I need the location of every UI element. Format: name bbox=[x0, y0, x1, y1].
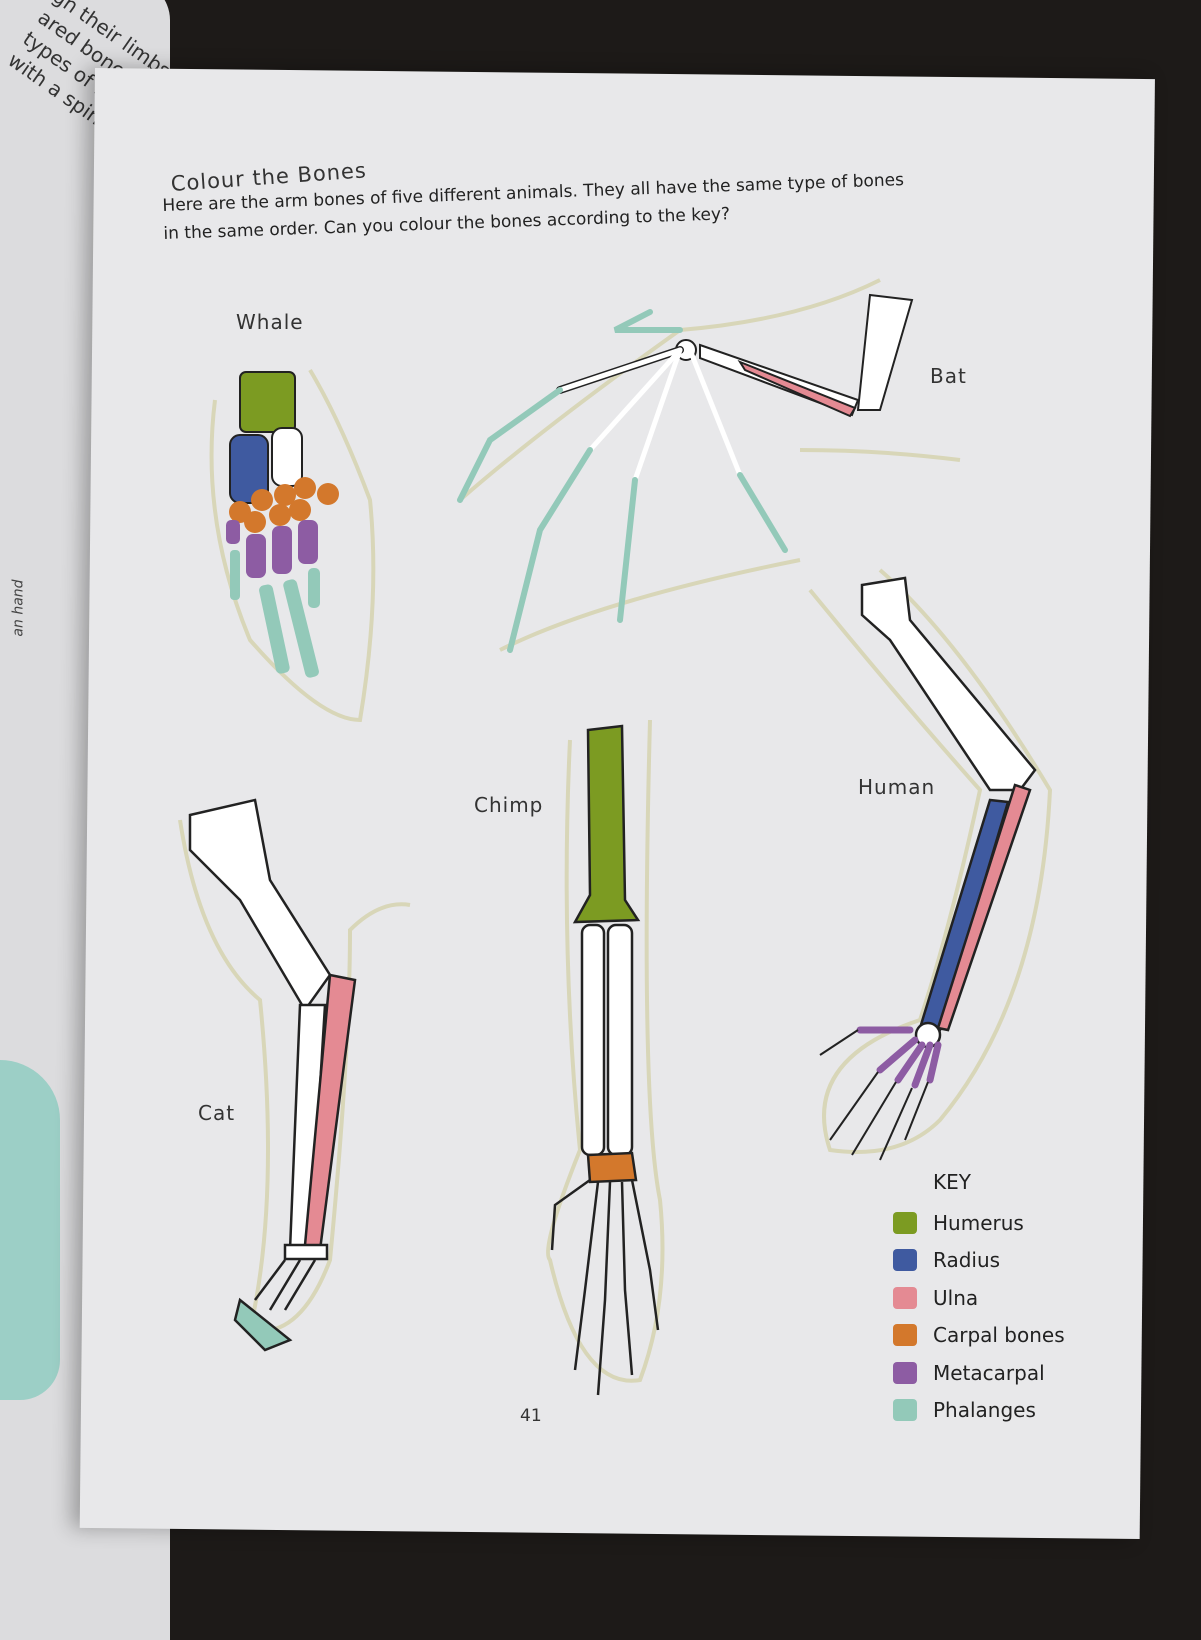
whale-metacarpals bbox=[226, 520, 318, 578]
key-label: Humerus bbox=[933, 1210, 1024, 1235]
chimp-humerus bbox=[572, 724, 641, 924]
swatch-metacarpal bbox=[893, 1361, 917, 1384]
swatch-ulna bbox=[893, 1286, 917, 1309]
key-label: Ulna bbox=[933, 1285, 979, 1310]
cat-carpals bbox=[283, 1243, 329, 1261]
whale-flipper bbox=[226, 371, 339, 678]
whale-humerus bbox=[239, 371, 296, 433]
left-page-label: an hand bbox=[10, 579, 27, 637]
bat-humerus bbox=[856, 293, 914, 411]
label-bat: Bat bbox=[930, 364, 967, 388]
key-item-carpal: Carpal bones bbox=[893, 1317, 1065, 1355]
cat-humerus bbox=[188, 798, 332, 1013]
chimp-carpals bbox=[586, 1151, 638, 1184]
cat-metacarpals bbox=[254, 1259, 317, 1311]
key-item-humerus: Humerus bbox=[893, 1204, 1065, 1242]
key-item-radius: Radius bbox=[893, 1242, 1065, 1280]
human-phalanges bbox=[819, 1029, 929, 1161]
swatch-phalanges bbox=[893, 1399, 917, 1422]
left-page-illustration bbox=[0, 1060, 60, 1400]
human-radius bbox=[918, 798, 1010, 1032]
swatch-carpal bbox=[893, 1324, 917, 1347]
colour-key: KEY Humerus Radius Ulna Carpal bones Met… bbox=[893, 1170, 1065, 1429]
chimp-ulna bbox=[606, 923, 634, 1157]
bone-illustrations bbox=[178, 278, 1053, 1396]
bat-wing bbox=[457, 293, 914, 653]
label-cat: Cat bbox=[198, 1101, 236, 1125]
cat-phalanges bbox=[233, 1297, 293, 1352]
label-chimp: Chimp bbox=[474, 793, 544, 817]
key-item-ulna: Ulna bbox=[893, 1279, 1065, 1317]
key-title: KEY bbox=[933, 1170, 971, 1194]
label-human: Human bbox=[858, 775, 936, 799]
human-ulna bbox=[936, 783, 1032, 1032]
key-label: Phalanges bbox=[933, 1398, 1036, 1423]
human-metacarpals bbox=[856, 1026, 942, 1089]
key-item-metacarpal: Metacarpal bbox=[893, 1354, 1065, 1392]
cat-leg bbox=[188, 798, 357, 1352]
chimp-arm bbox=[550, 724, 660, 1396]
key-label: Radius bbox=[933, 1248, 1001, 1273]
bat-ulna bbox=[737, 359, 857, 418]
page-number: 41 bbox=[520, 1406, 542, 1426]
chimp-radius bbox=[580, 923, 606, 1157]
key-label: Metacarpal bbox=[933, 1360, 1045, 1385]
whale-ulna bbox=[271, 427, 303, 487]
human-arm bbox=[819, 576, 1037, 1161]
key-item-phalanges: Phalanges bbox=[893, 1392, 1065, 1430]
swatch-humerus bbox=[893, 1211, 917, 1234]
swatch-radius bbox=[893, 1249, 917, 1272]
label-whale: Whale bbox=[236, 310, 304, 334]
chimp-hand-bones bbox=[550, 1178, 660, 1396]
whale-phalanges bbox=[230, 550, 320, 678]
key-label: Carpal bones bbox=[933, 1323, 1065, 1348]
whale-radius bbox=[229, 434, 269, 504]
whale-carpals bbox=[229, 477, 339, 533]
